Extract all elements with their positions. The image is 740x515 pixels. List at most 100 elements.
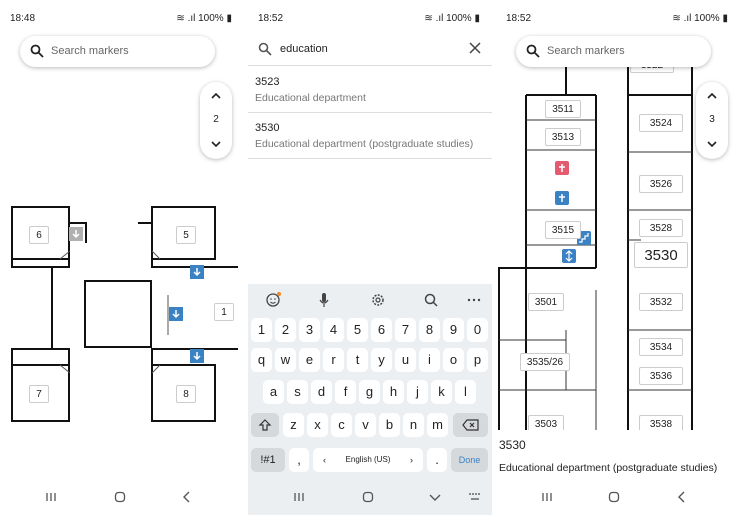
- elevator-icon[interactable]: [562, 249, 576, 263]
- room-label[interactable]: 6: [29, 226, 49, 244]
- room-label-selected[interactable]: 3530: [634, 242, 688, 268]
- room-label[interactable]: 3524: [639, 114, 683, 132]
- key-5[interactable]: 5: [347, 318, 368, 342]
- key-m[interactable]: m: [427, 413, 448, 437]
- key-w[interactable]: w: [275, 348, 296, 372]
- recents-icon[interactable]: [45, 491, 57, 503]
- room-label[interactable]: 3528: [639, 219, 683, 237]
- restroom-women-icon[interactable]: [555, 161, 569, 175]
- room-label[interactable]: 3513: [545, 128, 581, 146]
- key-6[interactable]: 6: [371, 318, 392, 342]
- key-e[interactable]: e: [299, 348, 320, 372]
- back-icon[interactable]: [181, 491, 193, 503]
- home-icon[interactable]: [608, 491, 620, 503]
- key-b[interactable]: b: [379, 413, 400, 437]
- room-label[interactable]: 3532: [639, 293, 683, 311]
- key-f[interactable]: f: [335, 380, 356, 404]
- floor-up-icon[interactable]: [210, 90, 222, 102]
- key-i[interactable]: i: [419, 348, 440, 372]
- key-r[interactable]: r: [323, 348, 344, 372]
- room-label[interactable]: 3534: [639, 338, 683, 356]
- done-key[interactable]: Done: [451, 448, 488, 472]
- key-z[interactable]: z: [283, 413, 304, 437]
- key-q[interactable]: q: [251, 348, 272, 372]
- key-s[interactable]: s: [287, 380, 308, 404]
- more-icon[interactable]: [464, 290, 484, 310]
- search-result-item[interactable]: 3530 Educational department (postgraduat…: [248, 113, 492, 159]
- room-label[interactable]: 8: [176, 385, 196, 403]
- back-icon[interactable]: [676, 491, 688, 503]
- microphone-icon[interactable]: [314, 290, 334, 310]
- key-0[interactable]: 0: [467, 318, 488, 342]
- key-1[interactable]: 1: [251, 318, 272, 342]
- floor-up-icon[interactable]: [706, 90, 718, 102]
- floor-down-icon[interactable]: [210, 138, 222, 150]
- settings-gear-icon[interactable]: [368, 290, 388, 310]
- home-icon[interactable]: [362, 491, 374, 503]
- room-label[interactable]: 3536: [639, 367, 683, 385]
- elevator-icon[interactable]: [190, 265, 204, 279]
- key-8[interactable]: 8: [419, 318, 440, 342]
- space-key[interactable]: ‹ English (US) ›: [313, 448, 423, 472]
- floor-plan-map[interactable]: [496, 0, 740, 430]
- key-g[interactable]: g: [359, 380, 380, 404]
- period-key[interactable]: .: [427, 448, 447, 472]
- key-o[interactable]: o: [443, 348, 464, 372]
- key-9[interactable]: 9: [443, 318, 464, 342]
- search-icon[interactable]: [421, 290, 441, 310]
- key-d[interactable]: d: [311, 380, 332, 404]
- hide-keyboard-icon[interactable]: [429, 491, 441, 503]
- key-j[interactable]: j: [407, 380, 428, 404]
- clear-icon[interactable]: [468, 41, 482, 55]
- system-nav-bar: [0, 481, 244, 515]
- symbols-key[interactable]: !#1: [251, 448, 285, 472]
- search-result-item[interactable]: 3523 Educational department: [248, 67, 492, 113]
- floor-plan-map[interactable]: [0, 195, 244, 435]
- room-label[interactable]: 3535/26: [520, 353, 570, 371]
- keyboard: 1 2 3 4 5 6 7 8 9 0 q w e r t y u i o p …: [248, 284, 492, 481]
- restroom-men-icon[interactable]: [555, 191, 569, 205]
- comma-key[interactable]: ,: [289, 448, 309, 472]
- key-7[interactable]: 7: [395, 318, 416, 342]
- key-p[interactable]: p: [467, 348, 488, 372]
- room-label[interactable]: 3511: [545, 100, 581, 118]
- recents-icon[interactable]: [541, 491, 553, 503]
- keyboard-switch-icon[interactable]: [468, 492, 482, 502]
- search-input[interactable]: [280, 40, 455, 58]
- key-v[interactable]: v: [355, 413, 376, 437]
- floor-down-icon[interactable]: [706, 138, 718, 150]
- room-label[interactable]: 3515: [545, 221, 581, 239]
- search-bar[interactable]: Search markers: [20, 36, 215, 67]
- marker-info-panel[interactable]: 3530 Educational department (postgraduat…: [496, 430, 740, 481]
- key-x[interactable]: x: [307, 413, 328, 437]
- key-2[interactable]: 2: [275, 318, 296, 342]
- key-l[interactable]: l: [455, 380, 476, 404]
- room-label[interactable]: 5: [176, 226, 196, 244]
- room-label[interactable]: 1: [214, 303, 234, 321]
- backspace-key[interactable]: [453, 413, 488, 437]
- key-h[interactable]: h: [383, 380, 404, 404]
- key-a[interactable]: a: [263, 380, 284, 404]
- key-u[interactable]: u: [395, 348, 416, 372]
- key-c[interactable]: c: [331, 413, 352, 437]
- key-n[interactable]: n: [403, 413, 424, 437]
- key-y[interactable]: y: [371, 348, 392, 372]
- backspace-icon: [461, 419, 479, 431]
- elevator-icon[interactable]: [169, 307, 183, 321]
- shift-key[interactable]: [251, 413, 279, 437]
- key-3[interactable]: 3: [299, 318, 320, 342]
- recents-icon[interactable]: [293, 491, 305, 503]
- key-4[interactable]: 4: [323, 318, 344, 342]
- room-label[interactable]: 3501: [528, 293, 564, 311]
- elevator-icon[interactable]: [69, 227, 83, 241]
- key-k[interactable]: k: [431, 380, 452, 404]
- status-bar: 18:52 ≋ .ıl 100% ▮: [496, 0, 740, 34]
- key-t[interactable]: t: [347, 348, 368, 372]
- room-label[interactable]: 3526: [639, 175, 683, 193]
- room-label[interactable]: 7: [29, 385, 49, 403]
- elevator-icon[interactable]: [190, 349, 204, 363]
- home-icon[interactable]: [114, 491, 126, 503]
- emoji-icon[interactable]: [263, 290, 283, 310]
- map-screen-floor-2: 18:48 ≋ .ıl 100% ▮ Search markers 2: [0, 0, 244, 515]
- search-bar[interactable]: Search markers: [516, 36, 711, 67]
